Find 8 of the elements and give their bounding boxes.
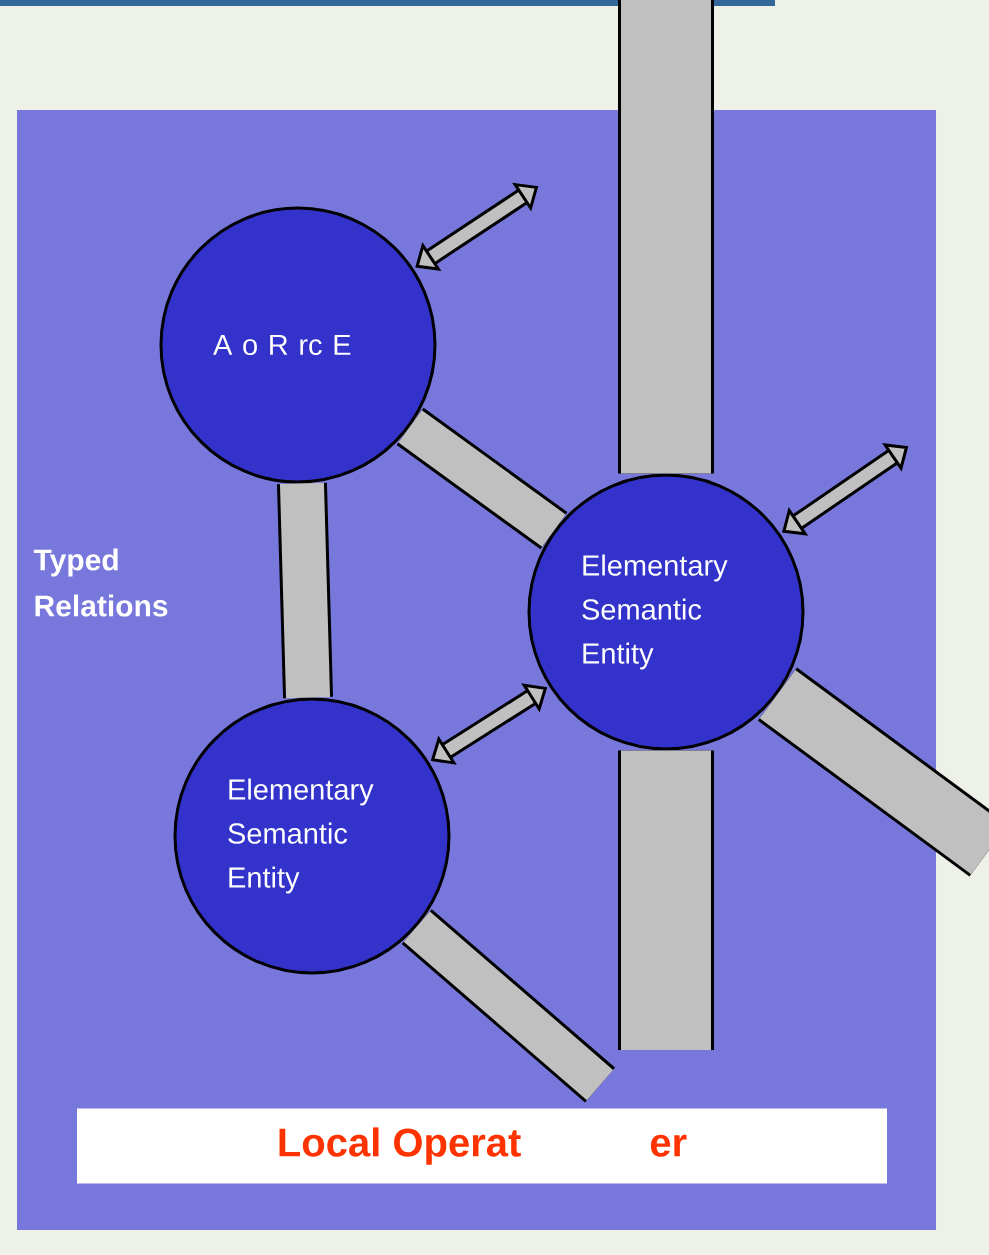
band-connector: [618, 0, 714, 474]
band-connector: [276, 482, 334, 699]
band-connector: [401, 909, 616, 1103]
title-banner: Local Operat er: [77, 1108, 887, 1184]
relation-label: Typed Relations: [33, 548, 168, 617]
band-connector: [757, 667, 989, 877]
band-connector: [618, 750, 714, 1050]
band-connector: [396, 407, 568, 550]
